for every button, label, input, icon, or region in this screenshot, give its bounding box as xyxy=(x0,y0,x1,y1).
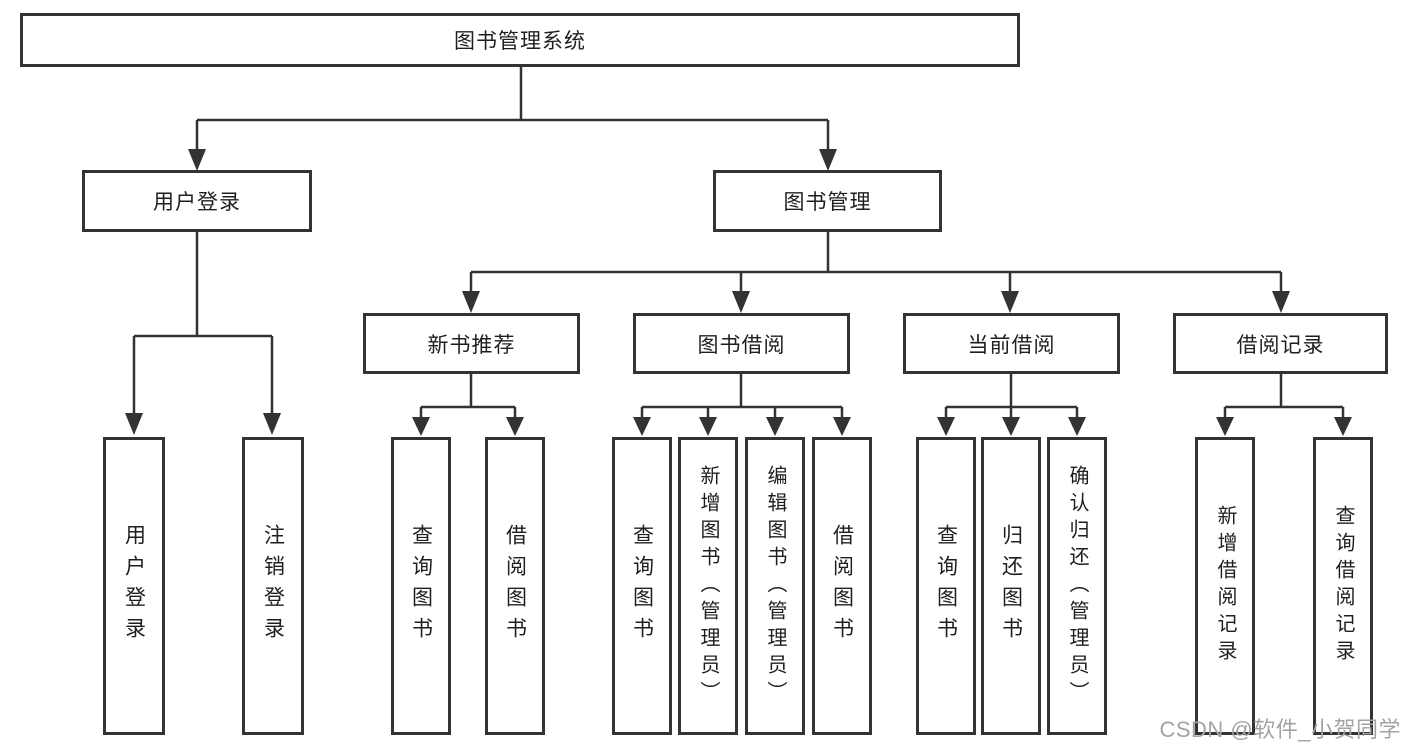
node-borrowing-records-label: 借阅记录 xyxy=(1236,333,1325,357)
leaf-borrow-books-2: 借阅图书 xyxy=(812,437,872,735)
node-current-borrowing: 当前借阅 xyxy=(903,313,1120,374)
node-book-management: 图书管理 xyxy=(713,170,942,232)
node-book-borrowing: 图书借阅 xyxy=(633,313,850,374)
node-new-book-recommend-label: 新书推荐 xyxy=(427,333,516,357)
leaf-confirm-return-admin-label: 确认归还（管理员） xyxy=(1066,464,1088,708)
node-user-login-label: 用户登录 xyxy=(153,191,241,214)
leaf-logout-label: 注销登录 xyxy=(261,524,285,648)
node-current-borrowing-label: 当前借阅 xyxy=(967,333,1056,357)
leaf-user-login: 用户登录 xyxy=(103,437,165,735)
leaf-user-login-label: 用户登录 xyxy=(122,524,146,648)
node-book-borrowing-label: 图书借阅 xyxy=(697,333,786,357)
leaf-query-books-2: 查询图书 xyxy=(612,437,672,735)
node-new-book-recommend: 新书推荐 xyxy=(363,313,580,374)
node-root: 图书管理系统 xyxy=(20,13,1020,67)
leaf-add-books-admin-label: 新增图书（管理员） xyxy=(697,464,719,708)
leaf-query-borrow-record-label: 查询借阅记录 xyxy=(1332,505,1354,667)
leaf-borrow-books-2-label: 借阅图书 xyxy=(830,524,854,648)
node-book-management-label: 图书管理 xyxy=(783,191,872,214)
leaf-borrow-books-1: 借阅图书 xyxy=(485,437,545,735)
node-user-login: 用户登录 xyxy=(82,170,312,232)
leaf-query-books-3: 查询图书 xyxy=(916,437,976,735)
leaf-add-borrow-record-label: 新增借阅记录 xyxy=(1214,505,1236,667)
leaf-add-books-admin: 新增图书（管理员） xyxy=(678,437,738,735)
csdn-watermark: CSDN @软件_小贺同学 xyxy=(1159,717,1401,742)
leaf-edit-books-admin-label: 编辑图书（管理员） xyxy=(764,464,786,708)
leaf-query-books-3-label: 查询图书 xyxy=(934,524,958,648)
leaf-borrow-books-1-label: 借阅图书 xyxy=(503,524,527,648)
leaf-edit-books-admin: 编辑图书（管理员） xyxy=(745,437,805,735)
leaf-query-books-1: 查询图书 xyxy=(391,437,451,735)
leaf-return-books: 归还图书 xyxy=(981,437,1041,735)
node-borrowing-records: 借阅记录 xyxy=(1173,313,1388,374)
leaf-return-books-label: 归还图书 xyxy=(999,524,1023,648)
leaf-confirm-return-admin: 确认归还（管理员） xyxy=(1047,437,1107,735)
node-root-label: 图书管理系统 xyxy=(454,30,586,53)
leaf-logout: 注销登录 xyxy=(242,437,304,735)
leaf-query-books-1-label: 查询图书 xyxy=(409,524,433,648)
leaf-add-borrow-record: 新增借阅记录 xyxy=(1195,437,1255,735)
leaf-query-borrow-record: 查询借阅记录 xyxy=(1313,437,1373,735)
leaf-query-books-2-label: 查询图书 xyxy=(630,524,654,648)
